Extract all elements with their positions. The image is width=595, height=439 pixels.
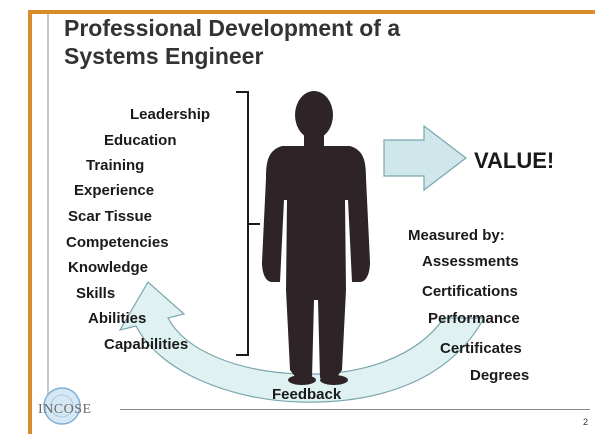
page-number: 2 (583, 417, 589, 427)
feedback-label: Feedback (272, 386, 342, 403)
feedback-arrow (118, 281, 486, 403)
slide-title: Professional Development of a Systems En… (64, 14, 400, 70)
measured-heading: Measured by: (408, 227, 505, 244)
incose-logo-text: INCOSE (38, 402, 92, 417)
measured-item: Degrees (470, 367, 530, 384)
quality-item: Abilities (88, 310, 147, 327)
quality-item: Education (104, 132, 177, 149)
quality-item: Knowledge (68, 259, 149, 276)
measured-item: Assessments (422, 253, 519, 270)
bottom-rule (120, 409, 590, 410)
quality-item: Leadership (130, 106, 211, 123)
incose-logo-mark (43, 387, 81, 425)
value-label: VALUE! (474, 148, 555, 173)
quality-item: Experience (74, 182, 155, 199)
measured-item: Certificates (440, 340, 522, 357)
value-arrow (383, 124, 467, 192)
quality-item: Skills (76, 285, 116, 302)
title-line-1: Professional Development of a (64, 15, 401, 41)
measured-item: Certifications (422, 283, 518, 300)
quality-item: Capabilities (104, 336, 189, 353)
engineer-silhouette (262, 91, 370, 385)
quality-item: Scar Tissue (68, 208, 152, 225)
frame-top-border (28, 10, 595, 14)
measured-item: Performance (428, 310, 520, 327)
frame-left-border (28, 10, 32, 434)
incose-logo: INCOSE (34, 388, 122, 428)
left-rule (47, 14, 49, 409)
quality-item: Competencies (66, 234, 169, 251)
quality-item: Training (86, 157, 145, 174)
qualities-bracket (236, 91, 260, 356)
title-line-2: Systems Engineer (64, 43, 264, 69)
